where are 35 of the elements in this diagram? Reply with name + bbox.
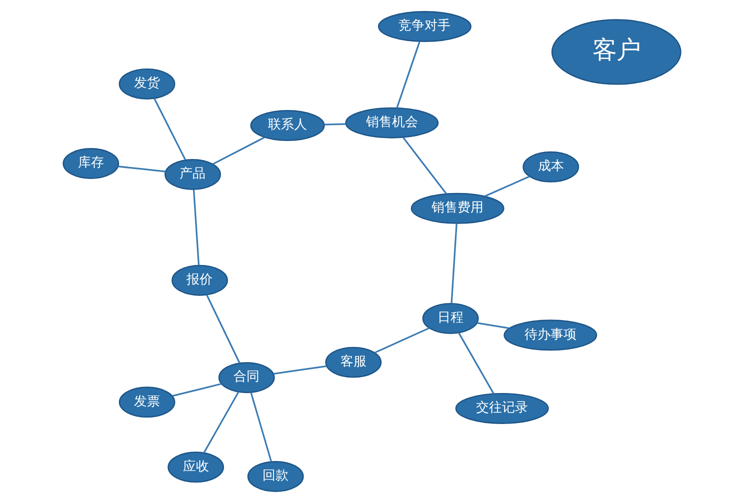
node-ellipse: 待办事项	[504, 320, 598, 351]
connector	[476, 322, 510, 330]
node-ellipse: 成本	[522, 151, 580, 182]
node-ellipse: 客户	[551, 19, 682, 85]
connector	[192, 190, 200, 266]
node-ellipse: 销售机会	[345, 107, 439, 138]
node-ellipse: 报价	[172, 264, 228, 296]
connector	[154, 98, 186, 160]
connector	[118, 166, 166, 172]
connector	[172, 383, 222, 397]
node-ellipse: 客服	[325, 346, 382, 378]
node-ellipse: 合同	[218, 362, 275, 394]
connector	[250, 392, 272, 462]
connector	[206, 294, 240, 364]
node-ellipse: 回款	[247, 460, 304, 492]
connector	[324, 123, 346, 126]
node-ellipse: 发票	[118, 386, 176, 418]
node-ellipse: 竞争对手	[378, 11, 472, 42]
node-ellipse: 日程	[422, 302, 479, 334]
node-ellipse: 产品	[164, 158, 221, 190]
node-ellipse: 联系人	[250, 110, 325, 141]
connector	[374, 327, 430, 354]
connector	[402, 137, 447, 194]
connector	[212, 136, 265, 165]
connector	[484, 176, 530, 198]
connector	[396, 41, 420, 108]
connector	[203, 392, 240, 454]
node-ellipse: 发货	[118, 68, 176, 100]
node-ellipse: 销售费用	[410, 192, 504, 224]
connector	[273, 365, 327, 375]
connector	[458, 332, 494, 394]
node-ellipse: 库存	[62, 148, 120, 179]
connector	[450, 224, 458, 304]
node-ellipse: 应收	[168, 452, 224, 483]
node-ellipse: 交往记录	[455, 392, 549, 424]
